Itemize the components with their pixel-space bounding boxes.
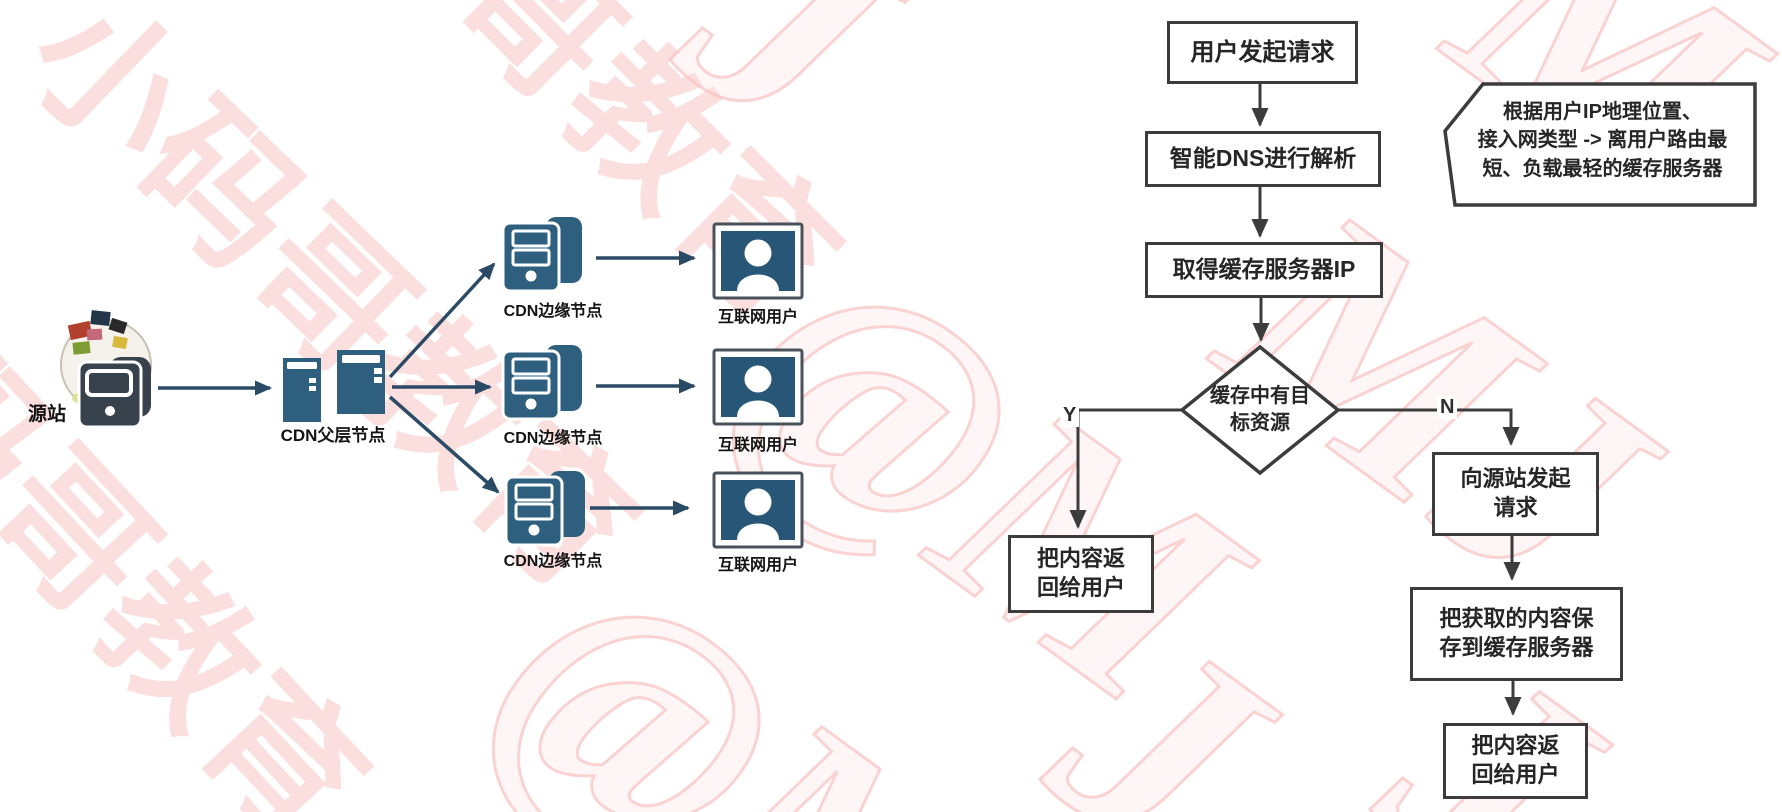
flow-step-request-origin: 向源站发起 请求 xyxy=(1432,452,1599,536)
origin-site-icon xyxy=(60,310,152,429)
flow-step-return-content-yes: 把内容返 回给用户 xyxy=(1008,535,1154,613)
parent-tower-1 xyxy=(283,358,321,422)
cdn-parent-node-label: CDN父层节点 xyxy=(280,426,386,445)
cdn-edge-node-icon-3 xyxy=(504,471,585,547)
flow-step-return-content-no: 把内容返 回给用户 xyxy=(1443,723,1588,799)
cdn-edge-node-icon-1 xyxy=(501,217,582,293)
internet-user-icon-2 xyxy=(712,348,804,426)
cdn-edge-node-label-1: CDN边缘节点 xyxy=(503,303,603,320)
origin-site-label: 源站 xyxy=(28,404,67,425)
arrow-decision-no xyxy=(1338,408,1520,446)
flow-step-save-to-cache: 把获取的内容保 存到缓存服务器 xyxy=(1410,587,1623,681)
decision-no-label: N xyxy=(1437,396,1458,419)
note-callout-shape xyxy=(1443,82,1757,207)
arrow-decision-yes xyxy=(1069,408,1182,529)
origin-server-tower xyxy=(77,357,151,429)
internet-user-label-2: 互联网用户 xyxy=(717,437,798,454)
arrow-parent-to-edge1 xyxy=(388,262,496,379)
flow-step-get-cache-ip: 取得缓存服务器IP xyxy=(1145,242,1383,298)
arrow-parent-to-edge3 xyxy=(388,395,500,494)
cdn-edge-node-label-2: CDN边缘节点 xyxy=(503,430,603,447)
internet-user-label-3: 互联网用户 xyxy=(717,557,798,574)
cdn-edge-node-icon-2 xyxy=(501,345,582,421)
flow-step-user-request: 用户发起请求 xyxy=(1167,21,1358,84)
decision-cache-has-resource-text: 缓存中有目 标资源 xyxy=(1210,385,1310,434)
internet-user-icon-3 xyxy=(712,471,804,549)
cdn-parent-node-icon xyxy=(283,350,385,422)
internet-user-label-1: 互联网用户 xyxy=(717,309,798,326)
decision-yes-label: Y xyxy=(1060,404,1080,427)
parent-tower-2 xyxy=(337,350,385,414)
flow-step-dns-resolve: 智能DNS进行解析 xyxy=(1145,131,1381,187)
decision-diamond-shape xyxy=(1179,344,1341,476)
cdn-edge-node-label-3: CDN边缘节点 xyxy=(503,553,603,570)
note-callout-text: 根据用户IP地理位置、 接入网类型 -> 离用户路由最 短、负载最轻的缓存服务器 xyxy=(1477,101,1728,180)
internet-user-icon-1 xyxy=(712,222,804,300)
